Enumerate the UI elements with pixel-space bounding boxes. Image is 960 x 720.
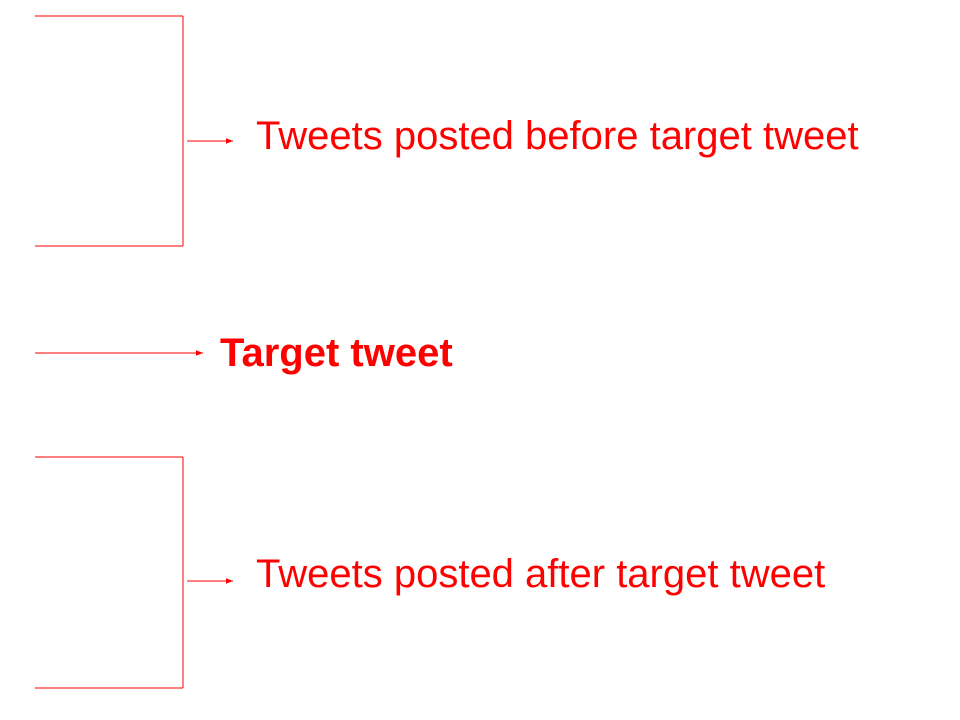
before-bracket [35,15,233,247]
after-label: Tweets posted after target tweet [256,552,826,596]
target-label: Target tweet [220,331,453,375]
before-label: Tweets posted before target tweet [256,114,859,158]
after-bracket [35,456,233,689]
